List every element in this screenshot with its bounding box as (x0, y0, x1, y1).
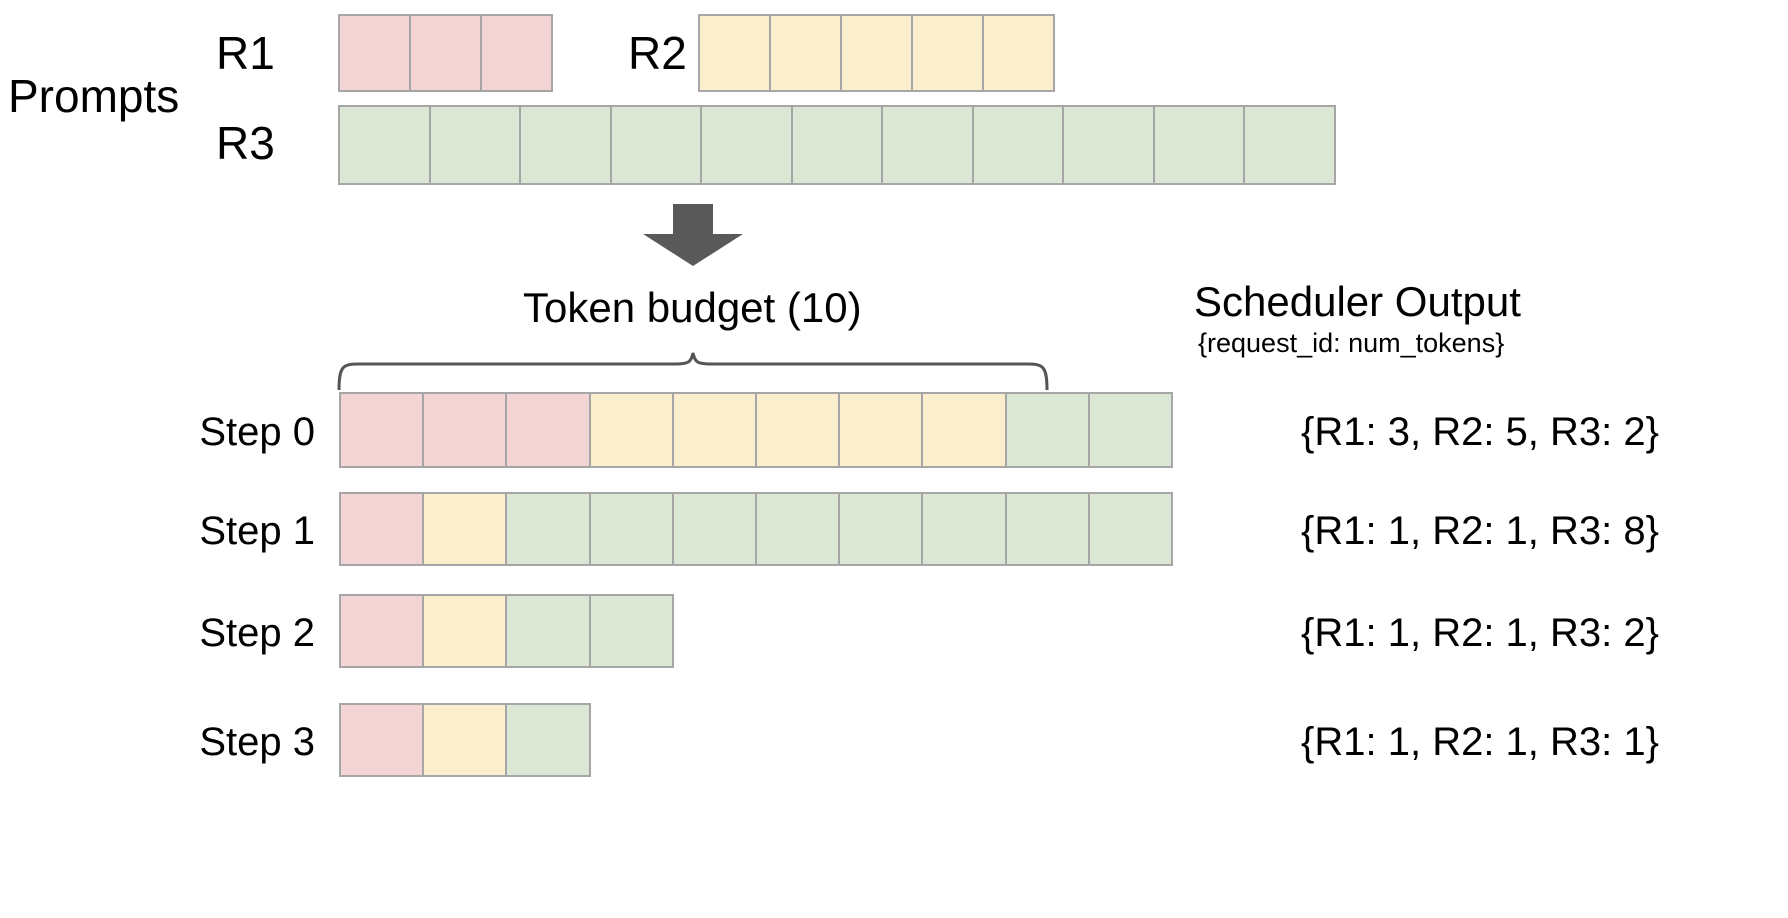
token-cell-r2 (769, 14, 842, 92)
token-cell-r3 (505, 703, 591, 777)
request-label-r2: R2 (628, 27, 687, 79)
token-cell-r1 (339, 392, 425, 468)
curly-brace-icon (337, 352, 1049, 395)
token-cell-r2 (698, 14, 771, 92)
token-cell-r2 (422, 492, 508, 566)
token-cell-r3 (588, 594, 674, 668)
token-cell-r3 (838, 492, 924, 566)
token-cell-r2 (754, 392, 841, 468)
step-strip-0 (339, 392, 1173, 468)
step-strip-1 (339, 492, 1173, 566)
step-strip-2 (339, 594, 674, 668)
token-cell-r1 (480, 14, 553, 92)
step-label-0: Step 0 (199, 410, 315, 454)
token-cell-r2 (588, 392, 674, 468)
scheduler-output-title: Scheduler Output (1194, 278, 1521, 325)
scheduler-output-row-1: {R1: 1, R2: 1, R3: 8} (1301, 509, 1659, 553)
token-cell-r3 (609, 105, 702, 185)
token-cell-r2 (921, 392, 1007, 468)
prompt-strip-r2 (698, 14, 1055, 92)
token-cell-r3 (428, 105, 521, 185)
request-label-r3: R3 (216, 117, 275, 169)
token-cell-r3 (790, 105, 883, 185)
token-cell-r1 (409, 14, 482, 92)
token-cell-r2 (840, 14, 913, 92)
token-cell-r3 (1004, 492, 1090, 566)
token-cell-r3 (505, 492, 591, 566)
token-cell-r2 (671, 392, 757, 468)
step-strip-3 (339, 703, 591, 777)
prompts-section-label: Prompts (8, 70, 180, 122)
token-cell-r1 (505, 392, 591, 468)
step-label-2: Step 2 (199, 611, 315, 655)
scheduler-output-row-0: {R1: 3, R2: 5, R3: 2} (1301, 410, 1659, 454)
token-cell-r3 (1152, 105, 1245, 185)
token-budget-label: Token budget (10) (523, 284, 862, 331)
token-cell-r2 (911, 14, 984, 92)
token-cell-r3 (1004, 392, 1090, 468)
token-cell-r3 (1087, 492, 1173, 566)
step-label-3: Step 3 (199, 720, 315, 764)
scheduler-output-row-3: {R1: 1, R2: 1, R3: 1} (1301, 720, 1659, 764)
token-cell-r1 (339, 492, 425, 566)
token-cell-r3 (881, 105, 974, 185)
token-cell-r3 (1062, 105, 1155, 185)
token-cell-r3 (338, 105, 431, 185)
token-cell-r3 (519, 105, 612, 185)
token-cell-r3 (754, 492, 841, 566)
token-cell-r2 (838, 392, 924, 468)
down-arrow-icon (633, 204, 753, 271)
request-label-r1: R1 (216, 27, 275, 79)
token-cell-r2 (422, 703, 508, 777)
step-label-1: Step 1 (199, 509, 315, 553)
token-cell-r1 (338, 14, 411, 92)
token-cell-r3 (1087, 392, 1173, 468)
prompt-strip-r3 (338, 105, 1336, 185)
token-cell-r2 (982, 14, 1055, 92)
token-cell-r2 (422, 594, 508, 668)
token-cell-r3 (700, 105, 793, 185)
scheduler-output-row-2: {R1: 1, R2: 1, R3: 2} (1301, 611, 1659, 655)
token-cell-r1 (422, 392, 508, 468)
scheduler-output-subtitle: {request_id: num_tokens} (1198, 328, 1505, 358)
token-cell-r3 (971, 105, 1064, 185)
token-cell-r3 (1243, 105, 1336, 185)
token-cell-r3 (505, 594, 591, 668)
token-cell-r3 (588, 492, 674, 566)
token-cell-r3 (671, 492, 757, 566)
token-cell-r1 (339, 594, 425, 668)
token-cell-r3 (921, 492, 1007, 566)
token-cell-r1 (339, 703, 425, 777)
prompt-strip-r1 (338, 14, 553, 92)
